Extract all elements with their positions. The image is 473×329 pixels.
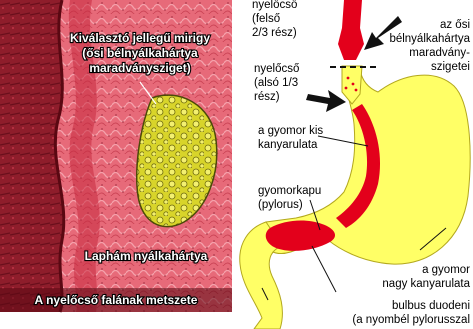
remnant-label-line4: szigetei bbox=[431, 61, 470, 73]
greater-curvature-label-line2: nagy kanyarulata bbox=[382, 278, 470, 290]
gland-label-line2: (ősi bélnyálkahártya bbox=[82, 46, 198, 60]
lower-esophagus-label-line1: nyelőcső bbox=[254, 63, 299, 75]
pylorus-label-line1: gyomorkapu bbox=[258, 185, 321, 197]
pylorus-mucosa bbox=[266, 221, 335, 251]
epithelium-label: Laphám nyálkahártya bbox=[85, 249, 208, 263]
upper-esophagus-label-line3: 2/3 rész) bbox=[252, 27, 297, 39]
histology-panel: Kiválasztó jellegű mirigy (ősi bélnyálka… bbox=[0, 0, 232, 312]
anatomy-panel: nyelőcső (felső 2/3 rész) nyelőcső (alsó… bbox=[240, 0, 471, 329]
lower-esophagus-label-line3: rész) bbox=[254, 91, 280, 103]
greater-curvature-label-line1: a gyomor bbox=[422, 264, 470, 276]
lesser-curvature-label-line1: a gyomor kis bbox=[258, 125, 323, 137]
upper-esophagus-label-line2: (felső bbox=[252, 13, 280, 25]
lesser-curvature-label-line2: kanyarulata bbox=[258, 139, 318, 151]
remnant-label-line1: az ősi bbox=[440, 19, 470, 31]
upper-esophagus bbox=[338, 0, 364, 60]
pylorus-label-line2: (pylorus) bbox=[258, 199, 303, 211]
gland-label-line3: maradványsziget) bbox=[89, 61, 190, 75]
lower-esophagus-label-line2: (alsó 1/3 bbox=[254, 77, 298, 89]
section-caption: A nyelőcső falának metszete bbox=[35, 293, 198, 307]
gland-label-line1: Kiválasztó jellegű mirigy bbox=[70, 31, 210, 45]
bulbus-label-line1: bulbus duodeni bbox=[392, 300, 470, 312]
epithelium-layer bbox=[0, 0, 64, 312]
upper-esophagus-label-line1: nyelőcső bbox=[252, 0, 297, 11]
remnant-arrow-lower bbox=[306, 90, 346, 112]
remnant-label-line2: bélnyálkahártya bbox=[389, 33, 470, 45]
remnant-label-line3: maradvány- bbox=[409, 47, 470, 59]
bulbus-label-line2: (a nyombél pylorusszal bbox=[352, 314, 470, 326]
